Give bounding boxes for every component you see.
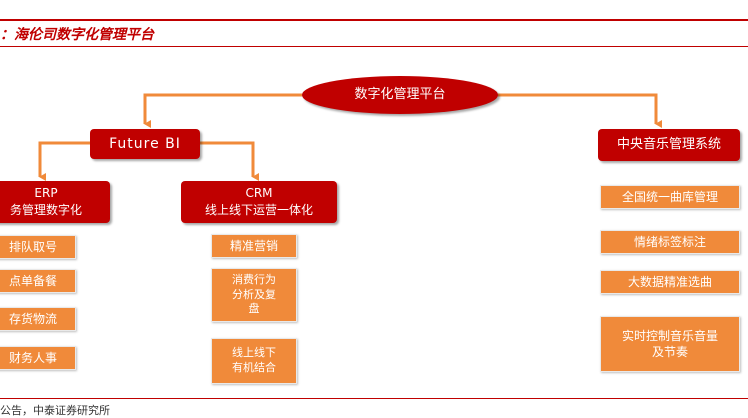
crm-item-online-offline: 线上线下 有机结合: [211, 338, 297, 384]
title-underline: [0, 46, 748, 47]
music-item-volume-rhythm: 实时控制音乐音量 及节奏: [600, 316, 740, 372]
future-bi-node: Future BI: [90, 129, 200, 159]
music-item-big-data-selection: 大数据精准选曲: [600, 270, 740, 294]
erp-node: ERP 务管理数字化: [0, 181, 110, 223]
crm-node: CRM 线上线下运营一体化: [181, 181, 337, 223]
music-system-node: 中央音乐管理系统: [598, 129, 740, 161]
crm-item-precision-marketing: 精准营销: [211, 234, 297, 258]
crm-item-behavior-analysis: 消费行为 分析及复 盘: [211, 268, 297, 322]
figure-title: ：海伦司数字化管理平台: [0, 27, 154, 43]
source-note: 公告，中泰证券研究所: [0, 404, 110, 417]
top-rule: [0, 19, 748, 21]
music-item-library: 全国统一曲库管理: [600, 185, 740, 209]
connector-future-bi-to-crm: [200, 141, 259, 181]
erp-item-ordering: 点单备餐: [0, 269, 76, 293]
connector-root-to-future-bi: [143, 93, 302, 128]
erp-item-inventory: 存货物流: [0, 307, 76, 331]
erp-item-queue: 排队取号: [0, 235, 76, 259]
music-item-emotion-tags: 情绪标签标注: [600, 230, 740, 254]
connector-root-to-music: [498, 93, 662, 128]
root-node: 数字化管理平台: [302, 76, 498, 114]
erp-item-finance-hr: 财务人事: [0, 346, 76, 370]
connector-future-bi-to-erp: [38, 141, 90, 181]
bottom-rule: [0, 398, 748, 399]
